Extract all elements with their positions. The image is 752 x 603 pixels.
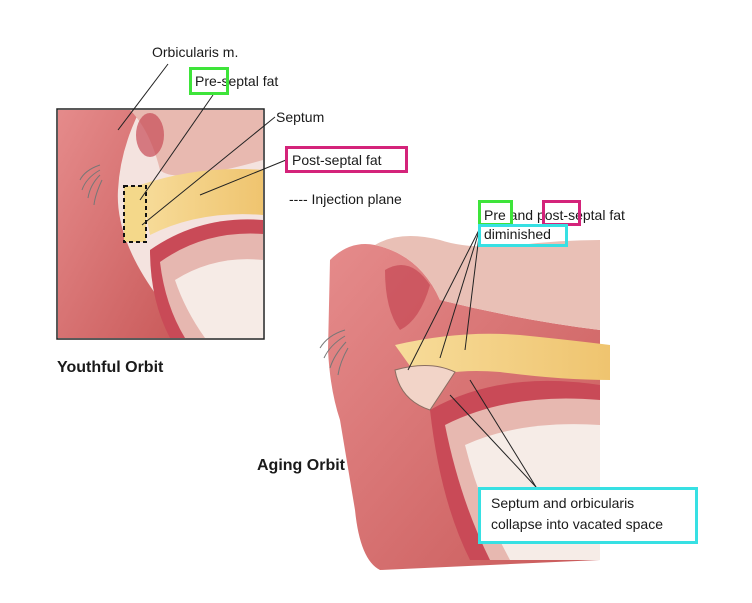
title-youthful-orbit: Youthful Orbit [57, 359, 164, 376]
youthful-orbit-panel [56, 63, 287, 340]
aging-fat [395, 333, 610, 380]
youthful-fat [140, 169, 263, 235]
label-orbicularis: Orbicularis m. [152, 44, 239, 60]
youthful-skin [58, 110, 180, 338]
label-collapse-line1: Septum and orbicularis [491, 495, 635, 511]
label-injection-plane: ---- Injection plane [289, 191, 402, 207]
label-post-septal-fat: Post-septal fat [292, 152, 382, 168]
label-septum: Septum [276, 109, 325, 125]
highlight-post-septal-box [285, 146, 408, 173]
collapse-callout-box [478, 487, 698, 544]
label-pre: Pre [195, 73, 217, 89]
injection-plane-region [123, 185, 147, 243]
leader-pre-aging [407, 227, 481, 371]
label-pre-septal-fat: Pre-septal fat [195, 73, 278, 89]
leader-septum [141, 116, 276, 226]
injection-plane-text: Injection plane [311, 191, 402, 207]
leader-pre-septal [139, 94, 214, 201]
label-pre-aging: Pre [484, 207, 506, 223]
highlight-diminished-box [478, 224, 568, 247]
injection-dash-glyph: ---- [289, 191, 308, 207]
youthful-bone [130, 110, 263, 176]
label-diminished: diminished [484, 226, 551, 242]
highlight-pre-aging-box [478, 200, 513, 226]
highlight-post-aging-box [542, 200, 581, 226]
highlight-pre-box [189, 67, 229, 95]
aging-bone [375, 236, 600, 330]
label-septal-fat-suffix: -septal fat [216, 73, 279, 89]
label-and: and [505, 207, 537, 223]
title-aging-orbit: Aging Orbit [257, 457, 345, 474]
label-collapse-line2: collapse into vacated space [491, 516, 663, 532]
leader-post-septal [199, 159, 287, 196]
leader-collapse [449, 394, 537, 488]
leader-orbicularis [117, 63, 169, 131]
